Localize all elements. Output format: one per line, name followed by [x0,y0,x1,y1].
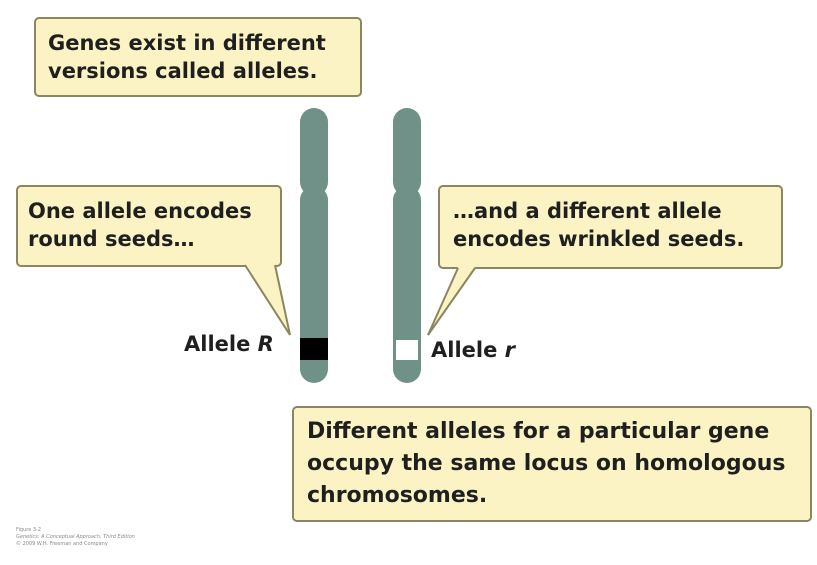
copyright-line: © 2009 W.H. Freeman and Company [16,541,135,548]
chromosome-left-short-arm [300,108,328,196]
callout-text-line: …and a different allele [453,197,781,225]
callout-text-line: versions called alleles. [48,57,360,85]
allele-symbol: r [505,338,515,362]
callout-text-line: occupy the same locus on homologous [307,448,810,480]
allele-r-band [396,340,418,360]
allele-r-label: Allele r [431,338,515,362]
allele-R-band [300,338,328,360]
figure-number: Figure 3-2 [16,527,135,534]
callout-text-line: Different alleles for a particular gene [307,416,810,448]
callout-same-locus: Different alleles for a particular gene … [292,406,812,522]
callout-text-line: encodes wrinkled seeds. [453,225,781,253]
callout-text-line: round seeds… [28,225,280,253]
book-title: Genetics: A Conceptual Approach, Third E… [16,534,135,541]
callout-round-seeds: One allele encodes round seeds… [16,185,282,267]
allele-symbol: R [258,332,274,356]
callout-text-line: chromosomes. [307,480,810,512]
figure-caption: Figure 3-2 Genetics: A Conceptual Approa… [16,527,135,548]
allele-label-prefix: Allele [431,338,505,362]
callout-text-line: Genes exist in different [48,29,360,57]
callout-genes-alleles: Genes exist in different versions called… [34,17,362,97]
callout-text-line: One allele encodes [28,197,280,225]
chromosome-right [393,108,421,383]
chromosome-right-short-arm [393,108,421,196]
allele-label-prefix: Allele [184,332,258,356]
callout-wrinkled-seeds: …and a different allele encodes wrinkled… [438,185,783,269]
allele-R-label: Allele R [184,332,274,356]
chromosome-left [300,108,328,383]
